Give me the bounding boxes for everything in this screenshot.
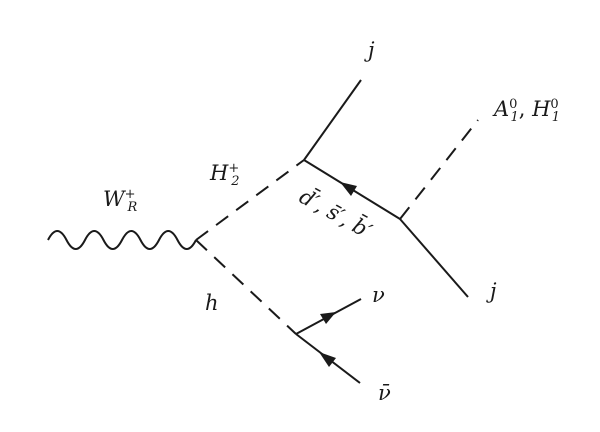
neutral-higgs-label: h: [205, 293, 219, 314]
w-boson-propagator: [47, 230, 197, 250]
a-symbol: A: [494, 97, 510, 121]
quark-arrow-icon: [340, 182, 357, 196]
jet-bottom-text: j: [490, 279, 497, 303]
charged-higgs-symbol: H: [210, 161, 229, 185]
jet-bottom-line: [399, 218, 469, 298]
jet-top-text: j: [368, 38, 375, 62]
charged-higgs-charge: +: [228, 161, 240, 176]
pseudoscalar-propagator: [399, 119, 479, 220]
w-boson-subscript: R: [127, 200, 138, 216]
charged-higgs-label: H+2: [210, 161, 240, 188]
neutrino-label: ν: [372, 285, 385, 306]
a-superscript: 0: [509, 97, 518, 112]
antineutrino-label: ν̄: [378, 383, 391, 404]
a-subscript: 1: [510, 110, 519, 126]
charged-higgs-subscript: 2: [231, 174, 240, 190]
neutral-higgs-propagator: [195, 239, 297, 335]
w-boson-charge: +: [124, 187, 136, 202]
charged-higgs-propagator: [195, 159, 305, 241]
h-symbol: H: [532, 97, 551, 121]
pseudoscalar-label: A01, H01: [494, 97, 560, 124]
antineutrino-text: ν̄: [378, 381, 391, 405]
h-superscript: 0: [550, 97, 559, 112]
neutrino-text: ν: [372, 283, 385, 307]
jet-bottom-label: j: [490, 281, 497, 302]
h-subscript: 1: [551, 110, 560, 126]
w-boson-label: W+R: [103, 187, 137, 214]
jet-top-label: j: [368, 40, 375, 61]
neutrino-arrow-icon: [320, 312, 336, 324]
antineutrino-arrow-icon: [319, 352, 336, 367]
w-boson-symbol: W: [103, 187, 125, 211]
label-separator: ,: [518, 97, 533, 121]
neutral-higgs-symbol: h: [205, 291, 219, 315]
jet-top-line: [303, 79, 362, 161]
